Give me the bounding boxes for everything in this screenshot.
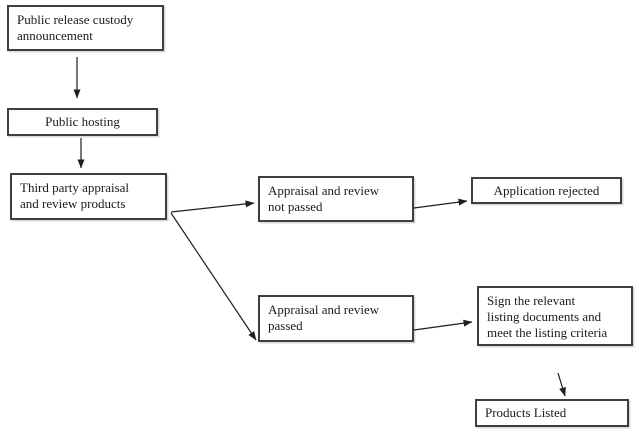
node-appraisal-and-review-not-passed: Appraisal and review not passed <box>258 176 414 222</box>
arrow-sign-to-listed <box>557 372 566 397</box>
node-sign-listing-documents-meet-criteria: Sign the relevant listing documents and … <box>477 286 633 346</box>
arrow-third-party-to-passed <box>170 212 257 341</box>
arrow-passed-to-sign <box>413 319 473 331</box>
node-third-party-appraisal-and-review-products: Third party appraisal and review product… <box>10 173 167 220</box>
node-products-listed: Products Listed <box>475 399 629 427</box>
node-public-release-custody-announcement: Public release custody announcement <box>7 5 164 51</box>
node-application-rejected: Application rejected <box>471 177 622 204</box>
arrow-not-passed-to-rejected <box>413 198 468 209</box>
node-public-hosting: Public hosting <box>7 108 158 136</box>
arrow-third-party-to-not-passed <box>170 200 255 213</box>
node-appraisal-and-review-passed: Appraisal and review passed <box>258 295 414 342</box>
